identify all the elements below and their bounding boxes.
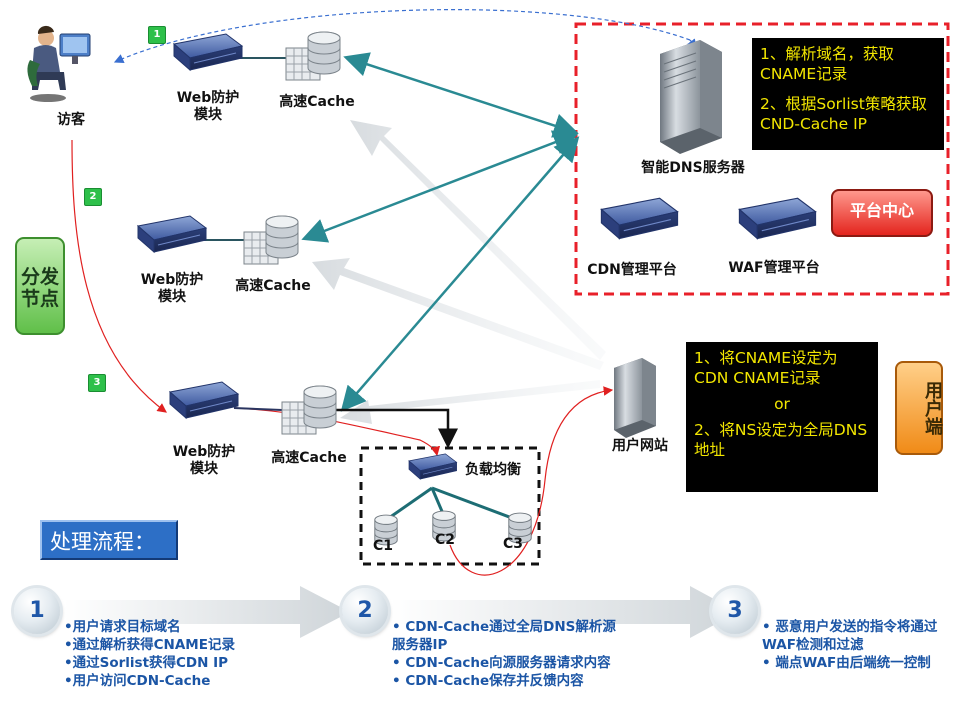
cache-icon-2 (243, 215, 299, 265)
cdn-platform-server (600, 197, 679, 240)
load-balancer-label: 负载均衡 (465, 462, 521, 478)
step-1-item: •通过Sorlist获得CDN IP (64, 655, 229, 671)
load-balancer-icon (408, 453, 457, 480)
user-info-box: 1、将CNAME设定为CDN CNAME记录 or 2、将NS设定为全局DNS地… (686, 342, 878, 492)
user-info-line-1: 1、将CNAME设定为CDN CNAME记录 (694, 349, 838, 387)
origin-request-arrow (449, 386, 614, 576)
user-site-server-icon (614, 358, 656, 438)
user-side-badge (895, 361, 943, 455)
web-module-server-1 (173, 33, 243, 71)
dns-query-arrow (113, 9, 691, 63)
process-arrow-1 (64, 586, 350, 638)
visitor-request-arrow (71, 139, 167, 413)
step-circle-1: 1 (14, 588, 60, 634)
platform-center-badge (831, 189, 933, 237)
user-info-or: or (774, 395, 790, 413)
user-side-label: 用户端 (922, 381, 943, 435)
platform-center-frame (574, 22, 950, 296)
user-site-label: 用户网站 (612, 438, 668, 454)
web-module-label-1: Web防护 模块 (176, 90, 240, 123)
cdn-platform-label: CDN管理平台 (587, 262, 677, 278)
step-circle-2: 2 (342, 588, 388, 634)
step-2-item: • CDN-Cache通过全局DNS解析源服务器IP (392, 619, 616, 653)
gray-flow-arrows (312, 120, 606, 424)
visitor-label: 访客 (57, 112, 85, 128)
step-badge-1: 1 (148, 26, 166, 44)
waf-platform-server (738, 197, 817, 240)
dns-server-icon (660, 40, 722, 154)
cache-label-2: 高速Cache (235, 278, 311, 294)
cache-label-3: 高速Cache (271, 450, 347, 466)
dns-info-box: 1、解析域名，获取CNAME记录 2、根据Sorlist策略获取CND-Cach… (752, 38, 944, 150)
waf-platform-label: WAF管理平台 (728, 260, 820, 276)
cache-label-1: 高速Cache (279, 94, 355, 110)
cache-icon-3 (281, 385, 337, 435)
web-module-label-2: Web防护 模块 (140, 272, 204, 305)
step-3-list: • 恶意用户发送的指令将通过WAF检测和过滤 • 端点WAF由后端统一控制 (762, 618, 942, 672)
distribution-node-badge (15, 237, 65, 335)
dns-teal-arrows (301, 52, 580, 412)
step-2-item: • CDN-Cache保存并反馈内容 (392, 673, 584, 689)
step-1-item: •通过解析获得CNAME记录 (64, 637, 235, 653)
dns-info-line-1: 1、解析域名，获取CNAME记录 (760, 45, 894, 83)
step-1-item: •用户访问CDN-Cache (64, 673, 211, 689)
distribution-node-label: 分发 节点 (20, 266, 59, 310)
cache-icon-1 (285, 31, 341, 81)
cache-node-c3-label: C3 (502, 536, 523, 552)
visitor-person-icon (27, 25, 91, 102)
step-3-item: • 端点WAF由后端统一控制 (762, 655, 931, 671)
step-2-item: • CDN-Cache向源服务器请求内容 (392, 655, 611, 671)
web-module-server-3 (169, 381, 239, 419)
step-badge-3: 3 (88, 374, 106, 392)
dns-server-label: 智能DNS服务器 (641, 160, 745, 176)
process-arrow-2 (390, 586, 738, 638)
cache-to-lb-arrow (235, 407, 441, 457)
step-3-item: • 恶意用户发送的指令将通过WAF检测和过滤 (762, 619, 938, 653)
link-module-cache-3 (233, 407, 283, 411)
cache-node-c2-label: C2 (434, 532, 455, 548)
cache-to-balancer-arrow (336, 408, 458, 449)
platform-center-label: 平台中心 (849, 201, 914, 220)
step-2-list: • CDN-Cache通过全局DNS解析源服务器IP • CDN-Cache向源… (392, 618, 620, 690)
cache-node-c1-label: C1 (372, 538, 393, 554)
step-1-list: •用户请求目标域名 •通过解析获得CNAME记录 •通过Sorlist获得CDN… (64, 618, 304, 690)
web-module-server-2 (137, 215, 207, 253)
web-module-label-3: Web防护 模块 (172, 444, 236, 477)
dns-info-line-2: 2、根据Sorlist策略获取CND-Cache IP (760, 95, 927, 133)
process-title: 处理流程： (40, 520, 178, 560)
step-circle-3: 3 (712, 588, 758, 634)
step-badge-2: 2 (84, 188, 102, 206)
user-info-line-2: 2、将NS设定为全局DNS地址 (694, 421, 868, 459)
step-1-item: •用户请求目标域名 (64, 619, 181, 635)
